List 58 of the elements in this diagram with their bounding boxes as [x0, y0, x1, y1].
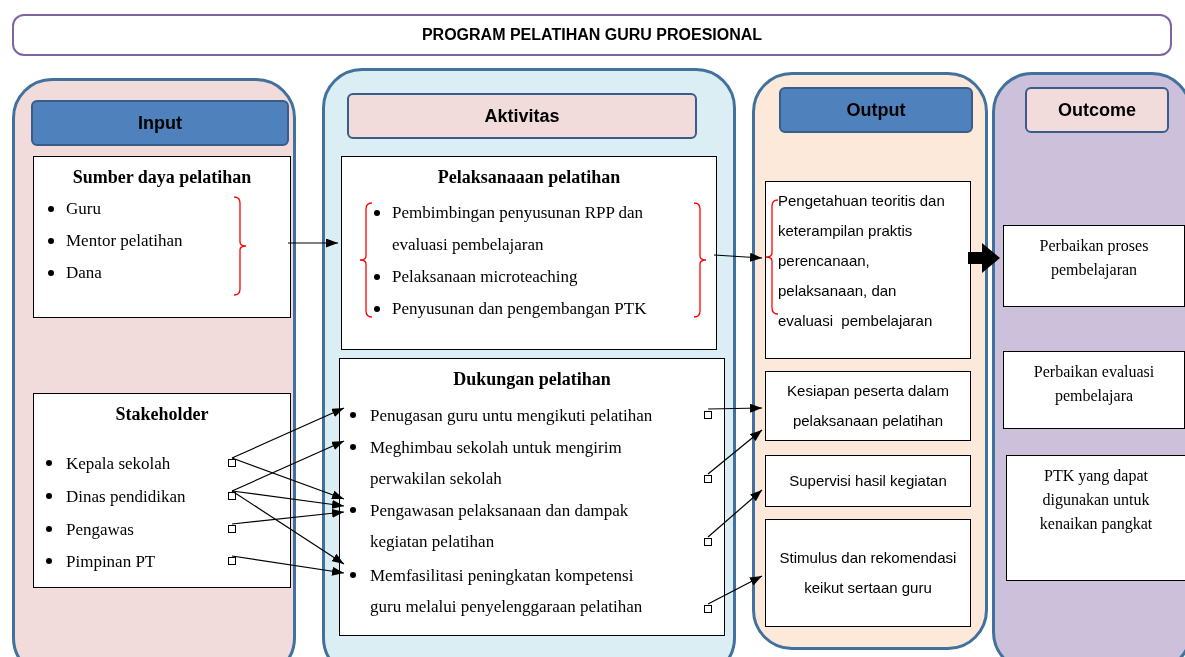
list-item-text: Memfasilitasi peningkatan kompetensi guru melalui penyelenggaraan pelatihan	[370, 565, 644, 618]
content-box	[33, 393, 291, 588]
box-heading: Stakeholder	[114, 403, 210, 426]
column-panel	[992, 72, 1185, 657]
box-text: Stimulus dan rekomendasi keikut sertaan guru	[778, 548, 958, 598]
column-panel	[322, 68, 736, 657]
output-box	[765, 519, 971, 627]
arrow	[707, 403, 763, 413]
list-item-text: Dinas pendidikan	[66, 486, 186, 508]
block-arrow	[968, 243, 1000, 273]
list-item-text: Dana	[66, 262, 102, 284]
box-text: Perbaikan proses pembelajaran	[1038, 236, 1150, 281]
box-text: Supervisi hasil kegiatan	[789, 471, 947, 491]
arrow	[707, 489, 763, 538]
arrow	[231, 457, 345, 500]
arrow	[707, 429, 763, 475]
content-box	[339, 358, 725, 636]
list-item-text: Penyusunan dan pengembangan PTK	[392, 298, 647, 320]
box-text: PTK yang dapat digunakan untuk kenaikan pangkat	[1038, 466, 1154, 535]
arrow	[231, 508, 345, 525]
list-item-text: Pelaksanaan microteaching	[392, 266, 578, 288]
content-box	[341, 156, 717, 350]
output-box	[765, 181, 971, 359]
list-item-text: Meghimbau sekolah untuk mengirim perwakilan sekolah	[370, 437, 623, 490]
column-header: Aktivitas	[347, 93, 697, 139]
list-item-text: Pimpinan PT	[66, 551, 156, 573]
list-item-text: Guru	[66, 198, 101, 220]
arrow	[231, 490, 345, 509]
outcome-box	[1003, 351, 1185, 429]
title-banner: PROGRAM PELATIHAN GURU PROESIONAL	[12, 14, 1172, 56]
outcome-box	[1003, 225, 1185, 307]
outcome-box	[1006, 455, 1185, 581]
list-item-text: Pembimbingan penyusunan RPP dan evaluasi pembelajaran	[392, 202, 645, 256]
list-item-text: Penugasan guru untu mengikuti pelatihan	[370, 405, 653, 427]
output-box	[765, 371, 971, 441]
arrow	[231, 555, 345, 576]
column-header: Outcome	[1025, 87, 1169, 133]
list-item-text: Pengawasan pelaksanaan dan dampak kegiatan pelatihan	[370, 500, 630, 553]
box-heading: Dukungan pelatihan	[452, 368, 612, 391]
column-header: Output	[779, 87, 973, 133]
box-text: Perbaikan evaluasi pembelajara	[1032, 362, 1156, 407]
arrow	[231, 407, 345, 459]
output-box	[765, 455, 971, 507]
arrow	[287, 238, 339, 248]
box-text: Pengetahuan teoritis dan keterampilan praktis perencanaan, pelaksanaan, dan evaluasi pembelajaran	[778, 191, 946, 331]
arrow	[231, 490, 345, 565]
column-panel	[752, 72, 988, 650]
column-header: Input	[31, 100, 289, 146]
box-text: Kesiapan peserta dalam pelaksanaan pelatihan	[786, 381, 950, 431]
arrow	[713, 252, 763, 262]
arrow	[231, 440, 345, 492]
list-item-text: Pengawas	[66, 519, 134, 541]
box-heading: Sumber daya pelatihan	[71, 166, 253, 189]
list-item-text: Mentor pelatihan	[66, 230, 183, 252]
list-item-text: Kepala sekolah	[66, 453, 171, 475]
box-heading: Pelaksanaaan pelatihan	[436, 166, 622, 189]
content-box	[33, 156, 291, 318]
column-panel	[12, 78, 296, 657]
